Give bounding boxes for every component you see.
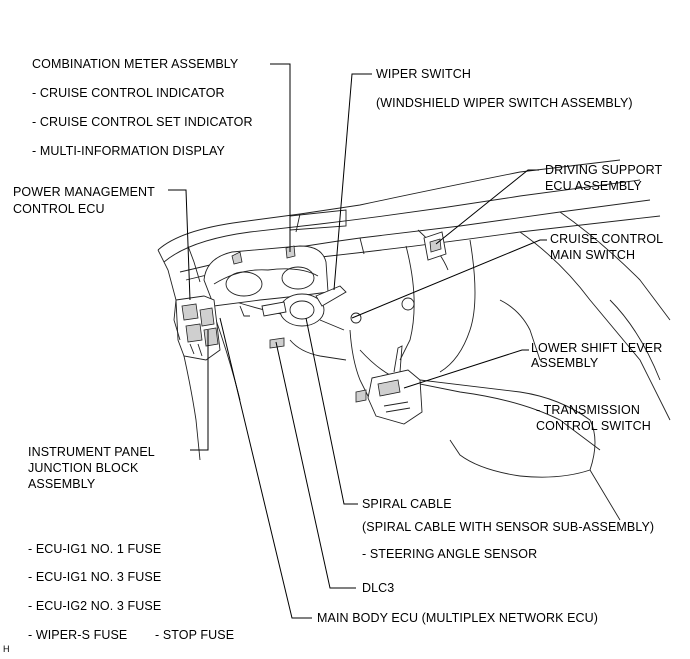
leader-lines	[168, 63, 547, 619]
transmission-switch-label-line2: CONTROL SWITCH	[536, 419, 651, 433]
fuse-wiper-s-label: - WIPER-S FUSE	[28, 628, 128, 642]
junction-block-drawing	[173, 295, 221, 361]
wiper-switch-label: WIPER SWITCH	[376, 67, 471, 81]
ip-junction-block-label-line2: JUNCTION BLOCK	[28, 461, 139, 475]
driving-support-label-line1: DRIVING SUPPORT	[545, 163, 663, 177]
fuse-ecu-ig1-no1-label: - ECU-IG1 NO. 1 FUSE	[28, 542, 162, 556]
cruise-main-switch-label-line2: MAIN SWITCH	[550, 248, 636, 262]
lower-shift-lever-label-line1: LOWER SHIFT LEVER	[531, 341, 663, 355]
fuse-ecu-ig2-no3-label: - ECU-IG2 NO. 3 FUSE	[28, 599, 162, 613]
steering-angle-sensor-label: - STEERING ANGLE SENSOR	[362, 547, 538, 561]
cruise-indicator-label: - CRUISE CONTROL INDICATOR	[32, 86, 225, 100]
dlc3-label: DLC3	[362, 581, 395, 595]
cruise-main-switch-label-line1: CRUISE CONTROL	[550, 232, 664, 246]
corner-mark: H	[3, 644, 10, 654]
lower-shift-lever-label-line2: ASSEMBLY	[531, 356, 599, 370]
combination-meter-label: COMBINATION METER ASSEMBLY	[32, 57, 239, 71]
shift-lever-drawing	[355, 345, 423, 425]
fuse-stop-label: - STOP FUSE	[155, 628, 235, 642]
power-mgmt-label-line1: POWER MANAGEMENT	[13, 185, 155, 199]
steering-column-drawing	[261, 285, 347, 349]
multi-display-label: - MULTI-INFORMATION DISPLAY	[32, 144, 225, 158]
fuse-ecu-ig1-no3-label: - ECU-IG1 NO. 3 FUSE	[28, 570, 162, 584]
ip-junction-block-label-line3: ASSEMBLY	[28, 477, 96, 491]
ip-junction-block-label-line1: INSTRUMENT PANEL	[28, 445, 155, 459]
combination-meter-drawing	[203, 245, 329, 317]
main-body-ecu-label: MAIN BODY ECU (MULTIPLEX NETWORK ECU)	[317, 611, 599, 625]
spiral-cable-sub-label: (SPIRAL CABLE WITH SENSOR SUB-ASSEMBLY)	[362, 520, 655, 534]
transmission-switch-label-line1: - TRANSMISSION	[536, 403, 640, 417]
cruise-set-indicator-label: - CRUISE CONTROL SET INDICATOR	[32, 115, 253, 129]
driving-support-label-line2: ECU ASSEMBLY	[545, 179, 642, 193]
power-mgmt-label-line2: CONTROL ECU	[13, 202, 105, 216]
wiper-switch-assy-label: (WINDSHIELD WIPER SWITCH ASSEMBLY)	[376, 96, 633, 110]
dashboard-outline	[157, 159, 671, 521]
spiral-cable-label: SPIRAL CABLE	[362, 497, 452, 511]
driving-support-ecu-drawing	[423, 231, 447, 261]
